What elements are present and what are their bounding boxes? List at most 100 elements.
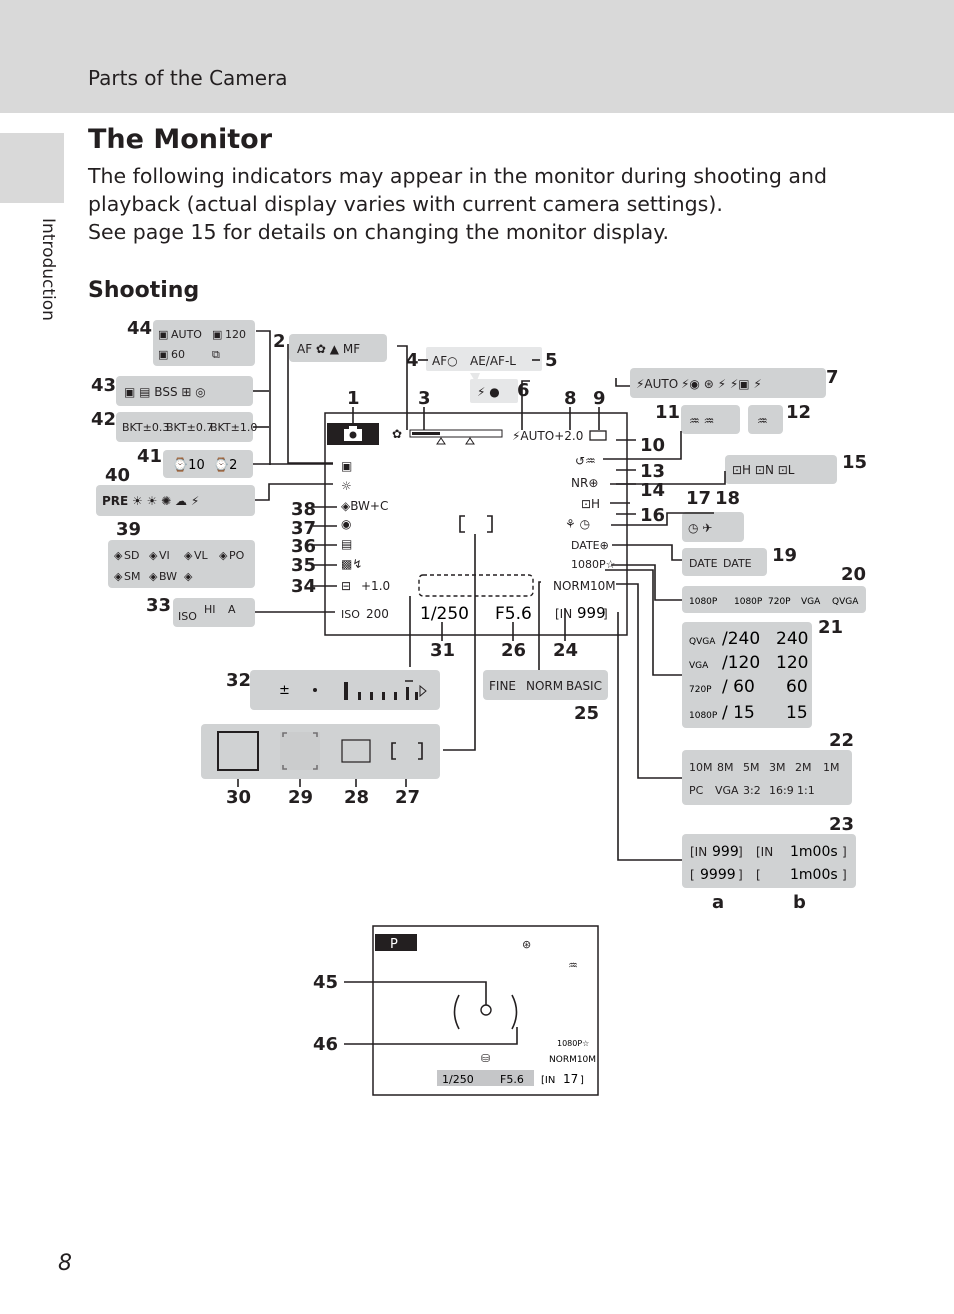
section-title: Parts of the Camera	[88, 66, 288, 90]
shooting-heading: Shooting	[88, 278, 200, 303]
svg-text:720P: 720P	[689, 685, 712, 695]
svg-text:b: b	[793, 892, 806, 913]
svg-text:15: 15	[786, 703, 808, 723]
svg-text:16: 16	[640, 505, 665, 526]
panel-text: DATE	[689, 557, 718, 570]
svg-text:⧉: ⧉	[212, 348, 220, 361]
motion-detect-icon: ↺♒	[575, 454, 596, 468]
continuous-icon: ▣	[341, 459, 352, 473]
svg-text:120: 120	[776, 653, 808, 673]
svg-text:▣: ▣	[158, 348, 168, 361]
svg-text:7: 7	[826, 367, 839, 388]
af-area-icons	[217, 731, 423, 771]
example-shutter: 1/250	[442, 1073, 474, 1086]
macro-icon: ✿	[392, 427, 402, 441]
svg-text:[IN: [IN	[541, 1075, 555, 1086]
iso-label-icon: ISO	[341, 608, 360, 621]
panel-movie-options	[682, 586, 866, 613]
noise-reduction-icon: NR⊕	[571, 476, 598, 490]
panel-text: BW	[159, 570, 177, 583]
svg-text:30: 30	[226, 787, 251, 808]
iso-value: 200	[366, 607, 389, 621]
panel-white-balance	[96, 485, 255, 516]
white-balance-icon: ☼	[341, 479, 352, 493]
svg-text:5M: 5M	[743, 761, 760, 774]
svg-text:46: 46	[313, 1034, 338, 1055]
panel-text: AE/AF-L	[470, 354, 516, 368]
panel-iso	[173, 598, 255, 627]
panel-text: HI	[204, 603, 216, 616]
panel-flash-modes	[630, 368, 826, 398]
svg-text:6: 6	[517, 380, 530, 401]
panel-text: ISO	[178, 610, 197, 623]
svg-text:/120: /120	[722, 653, 760, 673]
svg-text:]: ]	[738, 868, 743, 882]
svg-text:38: 38	[291, 499, 316, 520]
svg-text:/ 15: / 15	[722, 703, 755, 723]
svg-text:11: 11	[655, 402, 680, 423]
svg-text:[IN: [IN	[690, 845, 707, 859]
svg-text:]: ]	[842, 868, 847, 882]
side-tab	[0, 133, 64, 203]
panel-text: 120	[225, 328, 246, 341]
panel-flash-ready	[470, 379, 518, 403]
svg-text:AF ✿ ▲ MF: AF ✿ ▲ MF	[297, 342, 360, 356]
svg-text:♒ ♒: ♒ ♒	[689, 414, 714, 428]
svg-text:9999: 9999	[700, 867, 736, 883]
panel-text: VI	[159, 549, 170, 562]
panel-image-size	[682, 750, 852, 805]
panel-vr	[681, 405, 740, 434]
svg-text:21: 21	[818, 617, 843, 638]
svg-text:9: 9	[593, 388, 606, 409]
panel-text: AF○	[432, 354, 458, 368]
svg-text:29: 29	[288, 787, 313, 808]
svg-text:41: 41	[137, 446, 162, 467]
svg-text:999: 999	[712, 844, 739, 860]
svg-text:28: 28	[344, 787, 369, 808]
svg-text:▣: ▣	[158, 328, 168, 341]
svg-text:1M: 1M	[823, 761, 840, 774]
panel-text: QVGA	[832, 597, 859, 607]
svg-text:26: 26	[501, 640, 526, 661]
svg-text:14: 14	[640, 480, 665, 501]
svg-text:a: a	[712, 892, 724, 913]
image-quality-icon: NORM	[553, 579, 590, 593]
svg-text:1080P: 1080P	[689, 711, 718, 721]
exposure-comp-icon: ⊟	[341, 579, 351, 593]
monitor-frame	[324, 412, 628, 636]
svg-text:]: ]	[738, 845, 743, 859]
panel-movie-length	[682, 622, 812, 728]
page-number: 8	[58, 1251, 72, 1276]
svg-text:10: 10	[640, 435, 665, 456]
panel-text: VL	[194, 549, 209, 562]
panel-text: AUTO	[171, 328, 202, 341]
svg-text:20: 20	[841, 564, 866, 585]
svg-text:◈: ◈	[114, 570, 123, 583]
exposures-remaining: 999	[577, 604, 606, 622]
exposure-comp-value: +1.0	[361, 579, 390, 593]
example-aperture: F5.6	[500, 1073, 524, 1086]
zoom-indicator	[409, 429, 503, 445]
svg-text:240: 240	[776, 629, 808, 649]
svg-text:]: ]	[603, 607, 608, 621]
svg-text:1: 1	[347, 388, 360, 409]
svg-text:▣: ▣	[212, 328, 222, 341]
panel-text: 1080P	[689, 597, 718, 607]
svg-text:35: 35	[291, 555, 316, 576]
panel-text: PO	[229, 549, 245, 562]
panel-af-lock	[426, 347, 542, 371]
shutter-speed: 1/250	[420, 604, 469, 624]
svg-text:37: 37	[291, 518, 316, 539]
panel-text: PRE	[102, 494, 128, 508]
panel-continuous-modes	[153, 320, 255, 366]
panel-text: FINE	[489, 679, 516, 693]
panel-vr-alt	[748, 405, 783, 434]
svg-text:2: 2	[273, 331, 286, 352]
svg-text:◈: ◈	[149, 549, 158, 562]
svg-text:44: 44	[127, 318, 152, 339]
date-imprint-icon: DATE⊕	[571, 539, 609, 552]
time-zone-icon: ⚘ ◷	[565, 517, 591, 531]
svg-text:5: 5	[545, 350, 558, 371]
flash-comp-readout: ⚡AUTO+2.0	[512, 429, 583, 443]
